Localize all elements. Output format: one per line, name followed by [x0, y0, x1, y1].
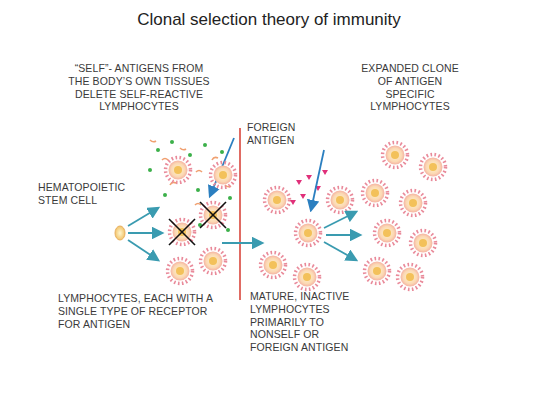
expansion-arrow	[326, 234, 360, 236]
foreign-antigen-label: FOREIGN ANTIGEN	[247, 121, 309, 147]
foreign-antigens	[290, 170, 328, 205]
differentiation-arrow	[128, 232, 162, 234]
expansion-arrow	[324, 242, 356, 260]
clone-lymphocyte	[365, 259, 390, 284]
lymphocyte	[261, 253, 286, 278]
lymphocyte	[295, 265, 320, 290]
clone-lymphocyte	[375, 221, 400, 246]
lymphocyte	[211, 163, 236, 188]
clone-lymphocyte	[421, 155, 446, 180]
clone-lymphocyte	[401, 191, 426, 216]
clone-lymphocyte	[411, 231, 436, 256]
divider-line	[239, 128, 241, 300]
self-antigen-note: “SELF”- ANTIGENS FROM THE BODY’S OWN TIS…	[64, 62, 214, 113]
lymphocyte	[170, 220, 195, 245]
lymphocyte	[168, 259, 193, 284]
self-antigens	[148, 140, 232, 232]
expansion-arrow	[324, 212, 356, 228]
lymphocyte	[265, 188, 290, 213]
differentiation-arrow	[128, 240, 158, 260]
lymphocyte	[296, 221, 321, 246]
deletion-cross	[169, 202, 226, 245]
stem-cell-label: HEMATOPOIETIC STEM CELL	[38, 181, 138, 207]
lymphocyte	[201, 249, 226, 274]
lymphocytes-label: LYMPHOCYTES, EACH WITH A SINGLE TYPE OF …	[58, 292, 218, 330]
mature-lymphocytes-label: MATURE, INACTIVE LYMPHOCYTES PRIMARILY T…	[250, 290, 362, 354]
lymphocyte	[166, 158, 191, 183]
clone-lymphocyte	[383, 143, 408, 168]
stem-cell	[115, 226, 125, 240]
expanded-clone-label: EXPANDED CLONE OF ANTIGEN SPECIFIC LYMPH…	[356, 62, 464, 113]
diagram-title: Clonal selection theory of immunity	[0, 10, 538, 30]
maturation-arrow	[222, 242, 262, 244]
lymphocyte	[328, 188, 353, 213]
foreign-antigen-arrow	[311, 150, 324, 210]
clone-lymphocyte	[363, 181, 388, 206]
lymphocyte	[201, 203, 226, 228]
differentiation-arrow	[128, 208, 158, 226]
clone-lymphocyte	[398, 265, 423, 290]
